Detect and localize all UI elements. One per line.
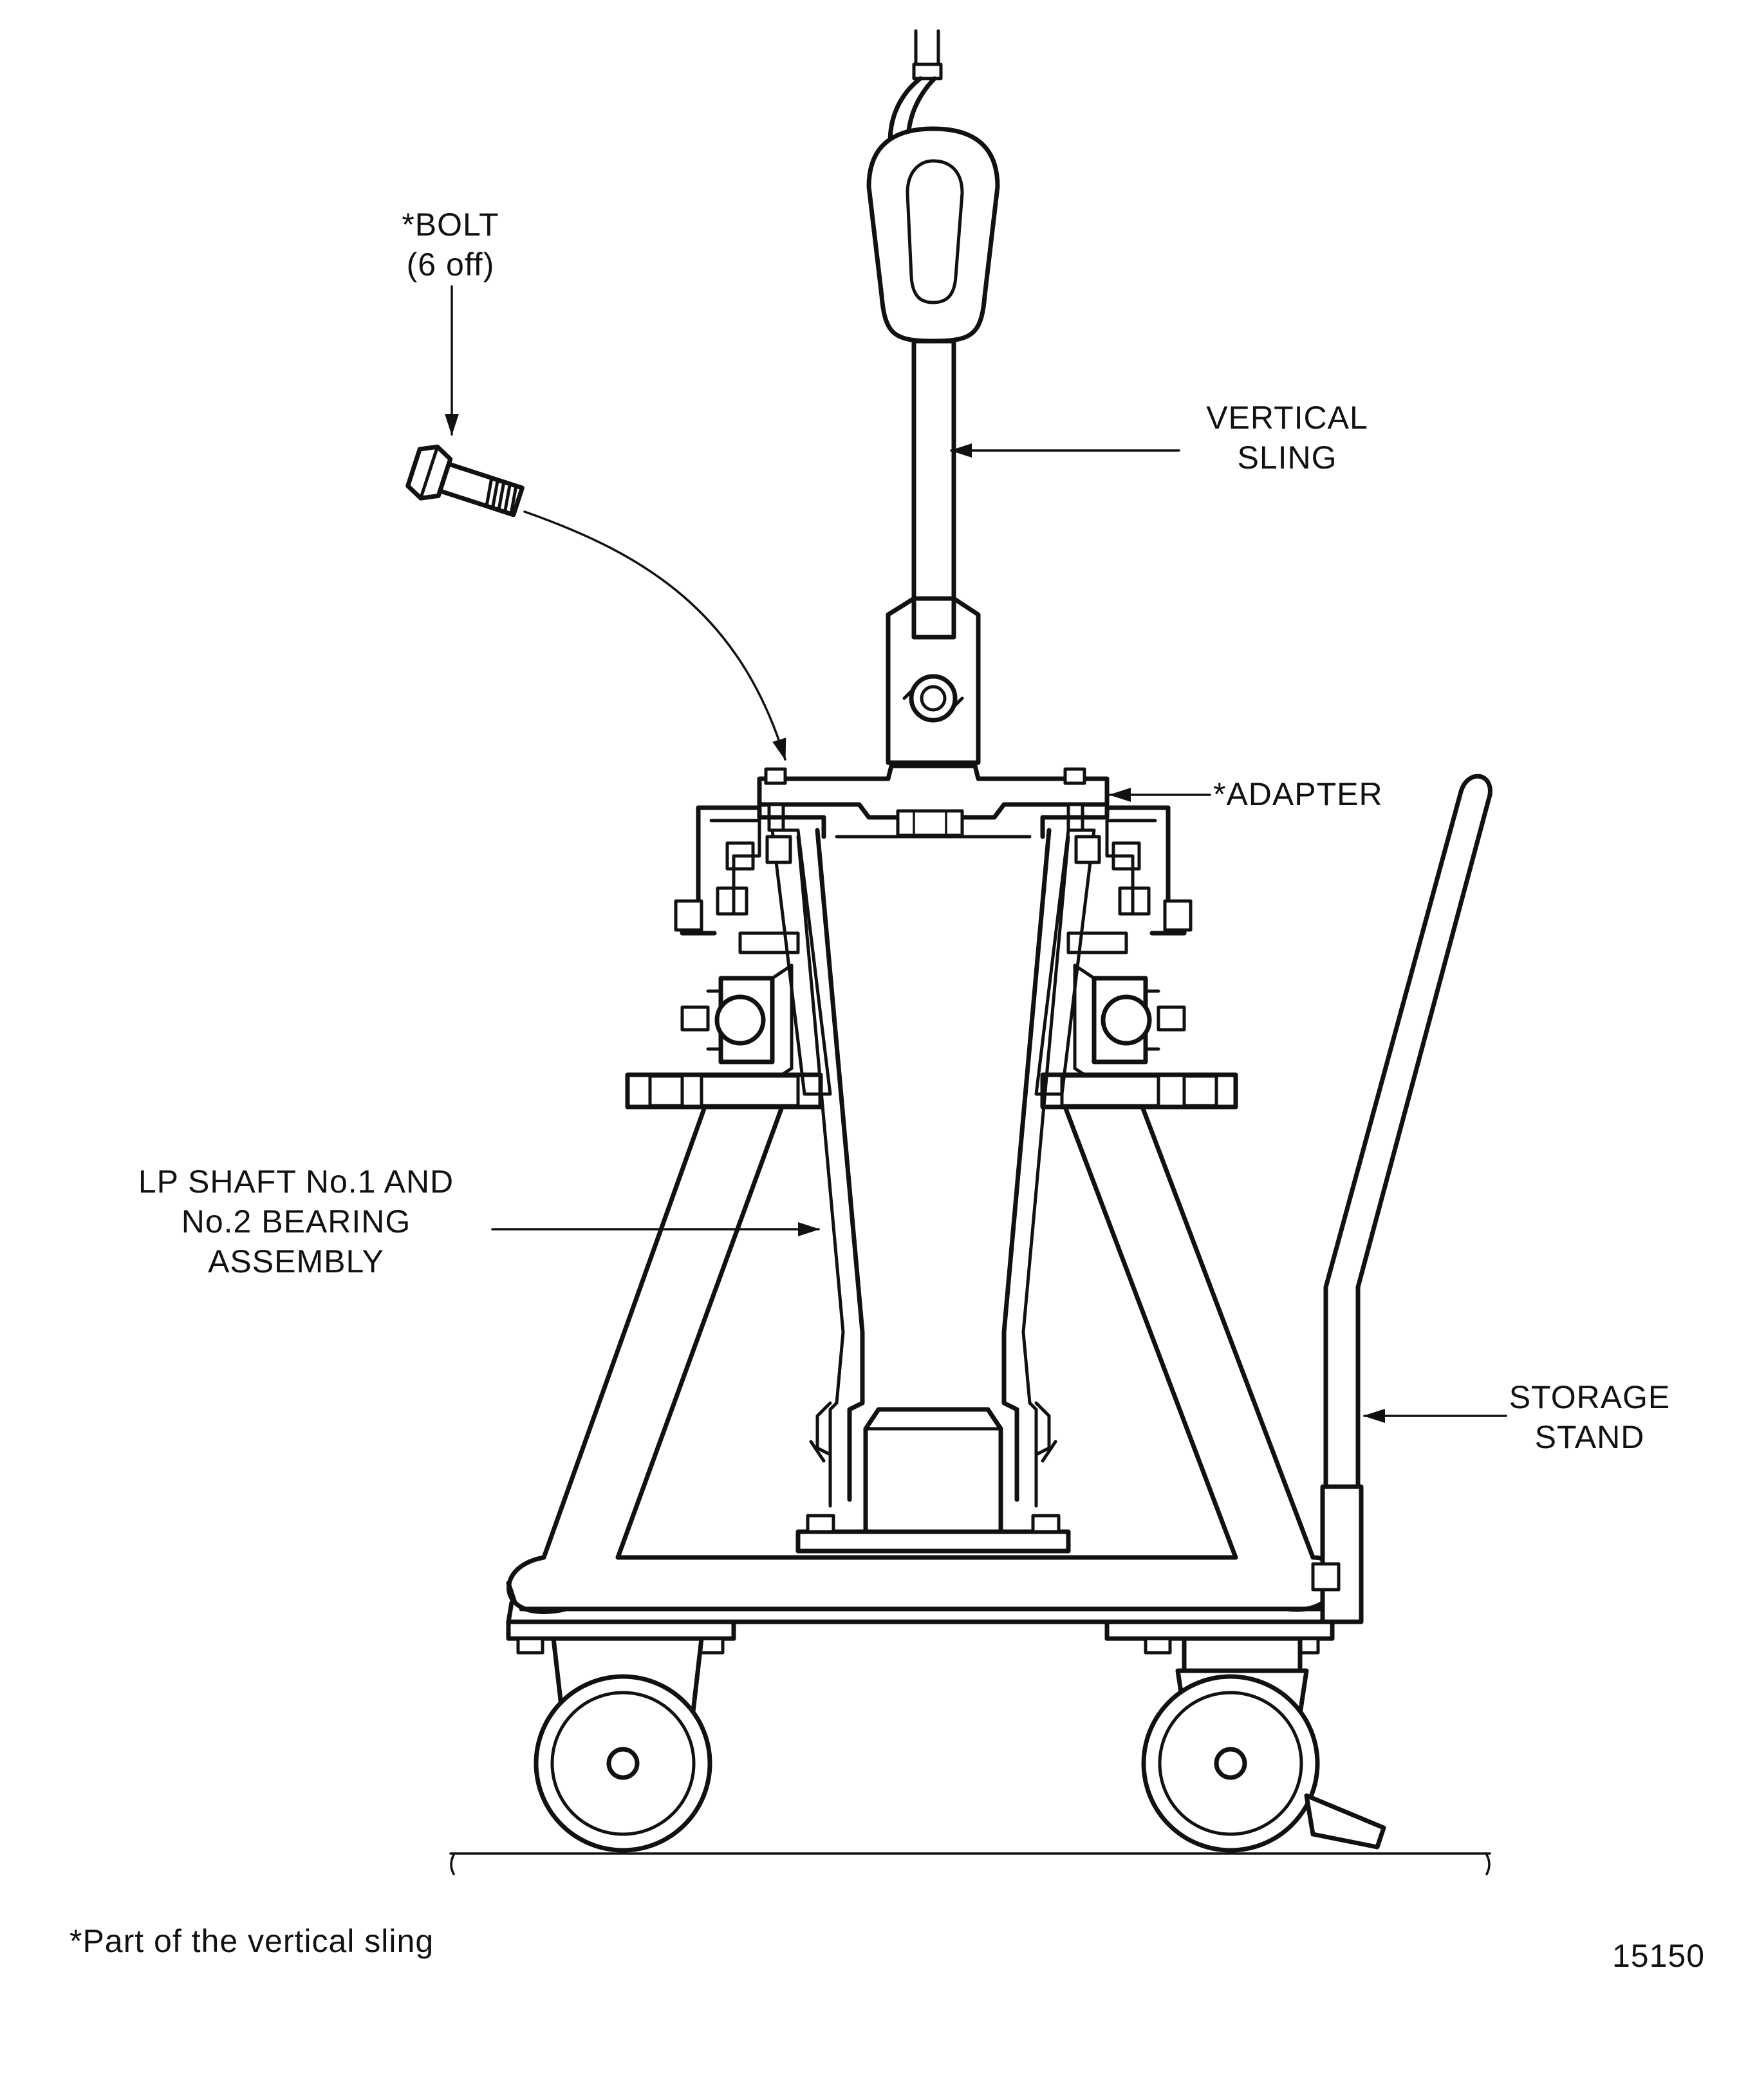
storage-stand-label-line-2: STAND — [1534, 1419, 1645, 1455]
floor-line — [449, 1852, 1491, 1875]
lp-shaft — [765, 828, 1101, 1508]
lp-shaft-label-line-1: LP SHAFT No.1 AND — [138, 1164, 454, 1200]
bearing-housing — [674, 805, 1193, 1083]
bolt-label-line-1: *BOLT — [402, 207, 499, 243]
footnote: *Part of the vertical sling — [70, 1923, 434, 1959]
left-wheel — [534, 1636, 712, 1853]
lp-shaft-label: LP SHAFT No.1 AND No.2 BEARING ASSEMBLY — [77, 1162, 515, 1281]
lp-shaft-label-line-2: No.2 BEARING — [181, 1203, 411, 1240]
vertical-sling-label: VERTICAL SLING — [1184, 398, 1390, 478]
adapter-label: *ADAPTER — [1213, 776, 1383, 812]
right-wheel — [1141, 1636, 1386, 1853]
bolt-label-line-2: (6 off) — [406, 246, 495, 283]
lp-shaft-label-line-3: ASSEMBLY — [208, 1243, 384, 1279]
storage-stand-label: STORAGE STAND — [1493, 1377, 1686, 1457]
storage-stand-label-line-1: STORAGE — [1509, 1379, 1671, 1415]
leader-arrows — [445, 285, 1507, 1423]
adapter-bolts — [764, 767, 1086, 832]
vertical-sling — [866, 126, 1000, 765]
bolt-label: *BOLT (6 off) — [360, 205, 541, 284]
vertical-sling-label-line-1: VERTICAL — [1206, 400, 1368, 436]
stand-base-block — [795, 1407, 1071, 1554]
vertical-sling-label-line-2: SLING — [1237, 440, 1337, 476]
stand-top-plate — [625, 1072, 1238, 1110]
adapter-plate — [757, 763, 1110, 837]
stand-handle — [1311, 774, 1492, 1624]
figure-number: 15150 — [1612, 1938, 1706, 1974]
bolt-illustration — [405, 444, 525, 517]
